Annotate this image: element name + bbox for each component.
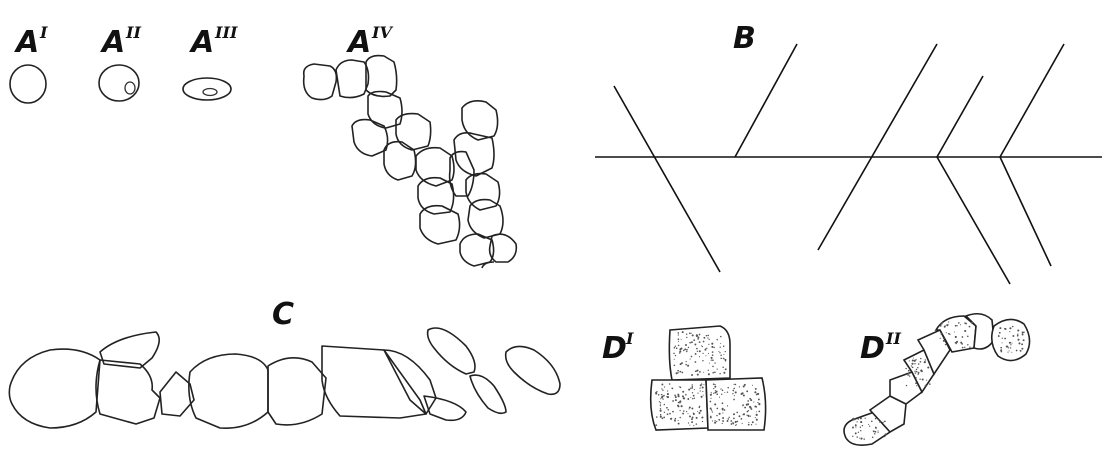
panel-a3-cell — [183, 78, 231, 100]
c-cell — [9, 349, 100, 428]
label-d2-superscript: II — [885, 329, 901, 348]
a4-cell — [416, 148, 454, 186]
label-a2-superscript: II — [125, 23, 141, 42]
label-c-letter: C — [272, 297, 294, 332]
b-branch-line — [614, 86, 720, 272]
c-cell — [189, 354, 268, 428]
a4-cell — [366, 56, 397, 97]
c-cell — [96, 360, 160, 424]
label-a2-letter: A — [100, 25, 125, 60]
c-cell — [506, 346, 560, 394]
a2-nucleus — [125, 82, 135, 94]
a4-cell — [462, 101, 498, 140]
label-a1-letter: A — [14, 25, 39, 60]
b-branch-line — [735, 44, 797, 157]
panel-c-cell-chain — [9, 328, 560, 428]
b-branch-line — [1000, 44, 1064, 157]
label-a3-letter: A — [189, 25, 214, 60]
b-branch-line — [937, 157, 1010, 284]
c-cell — [268, 358, 326, 425]
panel-d1-cell-group — [651, 326, 766, 430]
a4-cell — [384, 142, 416, 180]
a4-cell — [304, 64, 337, 100]
panel-a1-cell — [10, 65, 46, 103]
panel-a2-cell — [99, 65, 139, 101]
b-branch-line — [1000, 157, 1051, 266]
b-branch-line — [818, 44, 937, 250]
d1-cell — [651, 380, 708, 430]
label-a1-superscript: I — [39, 23, 48, 42]
panel-labels: A I A II A III A IV B C D I D II — [14, 21, 901, 366]
panel-b-line-diagram — [595, 44, 1102, 284]
label-a4-superscript: IV — [371, 23, 393, 42]
c-cell — [322, 346, 426, 418]
a4-cell — [460, 234, 494, 266]
a4-cell — [352, 120, 388, 156]
label-d2-letter: D — [860, 331, 885, 366]
a4-cell — [420, 206, 460, 244]
a4-cell — [336, 60, 369, 98]
c-cell — [470, 375, 506, 413]
panel-a4-cell-chain — [304, 56, 517, 268]
label-a4-letter: A — [346, 25, 371, 60]
label-a3-superscript: III — [214, 23, 238, 42]
label-d1-superscript: I — [625, 329, 634, 348]
label-d1-letter: D — [602, 331, 627, 366]
c-cell — [428, 328, 475, 374]
a3-nucleus — [203, 89, 217, 96]
label-b-letter: B — [733, 21, 756, 56]
b-branch-line — [937, 76, 983, 157]
a1-spherical-cell — [10, 65, 46, 103]
